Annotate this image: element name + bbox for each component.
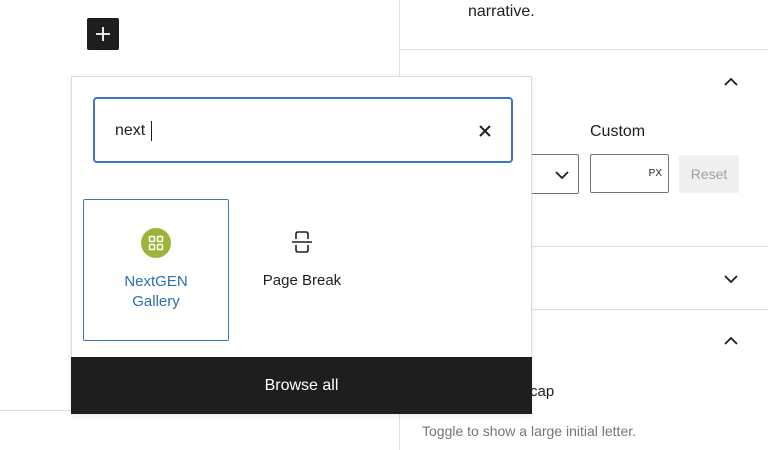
px-unit-label: PX [648, 168, 662, 179]
chevron-down-icon[interactable] [723, 271, 739, 287]
chevron-up-icon[interactable] [723, 332, 739, 348]
nextgen-gallery-icon [141, 228, 171, 258]
clear-search-button[interactable] [475, 121, 495, 141]
divider [400, 49, 768, 50]
close-icon [479, 125, 491, 137]
page-break-icon [292, 231, 312, 253]
narrative-text: narrative. [468, 3, 535, 20]
chevron-down-icon [554, 167, 570, 183]
block-result-label: NextGEN Gallery [124, 273, 188, 310]
block-search-field[interactable] [93, 97, 513, 163]
block-result-label: Page Break [262, 272, 342, 289]
text-caret [151, 121, 152, 141]
drop-cap-toggle-label[interactable]: cap [530, 383, 555, 400]
block-result-page-break[interactable]: Page Break [229, 199, 375, 341]
divider [400, 246, 768, 247]
block-search-input[interactable] [115, 119, 455, 143]
plus-icon [96, 27, 110, 41]
reset-button[interactable]: Reset [679, 155, 739, 193]
chevron-up-icon[interactable] [723, 73, 739, 89]
block-inserter-popover: NextGEN Gallery Page Break Browse all [71, 76, 532, 414]
browse-all-button[interactable]: Browse all [71, 357, 532, 414]
add-block-button[interactable] [87, 18, 119, 50]
block-result-nextgen-gallery[interactable]: NextGEN Gallery [83, 199, 229, 341]
custom-size-input[interactable]: PX [590, 154, 669, 193]
custom-size-label: Custom [590, 123, 646, 140]
divider [400, 309, 768, 310]
drop-cap-help-text: Toggle to show a large initial letter. [422, 423, 637, 439]
